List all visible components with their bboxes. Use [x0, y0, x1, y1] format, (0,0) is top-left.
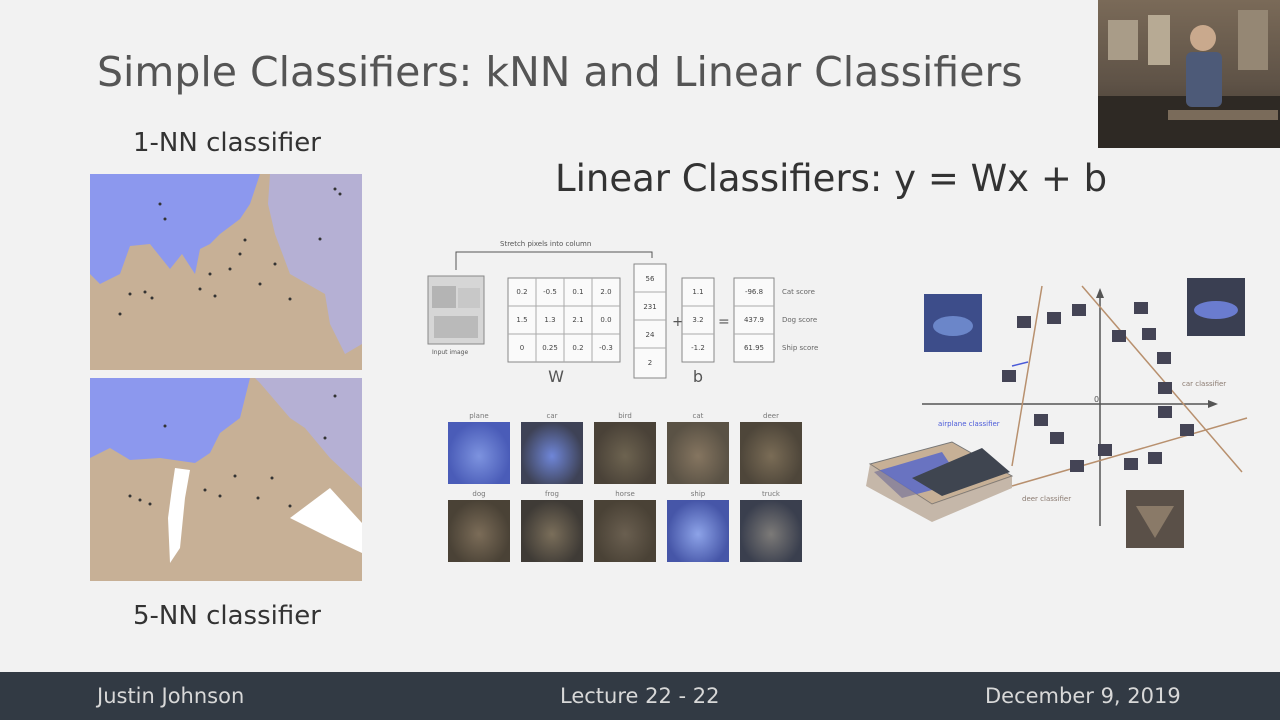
svg-text:+: +: [672, 314, 684, 330]
w-matrix-cell: 0: [520, 344, 524, 352]
webcam-video-feed: [1098, 0, 1280, 148]
w-matrix-cell: 2.0: [600, 288, 611, 296]
b-vector-cell: -1.2: [691, 344, 705, 352]
svg-text:0: 0: [1094, 395, 1099, 404]
w-matrix-cell: 1.5: [516, 316, 527, 324]
x-vector-cell: 231: [643, 303, 656, 311]
input-vector: 56 231 24 2: [633, 263, 667, 379]
5nn-label: 5-NN classifier: [133, 601, 321, 631]
template-image-plane: [448, 422, 510, 484]
w-matrix-cell: -0.5: [543, 288, 557, 296]
w-matrix-cell: 0.1: [572, 288, 583, 296]
x-vector-cell: 2: [648, 359, 652, 367]
airplane-classifier-label: airplane classifier: [938, 420, 1000, 428]
score-cell: 437.9: [744, 316, 764, 324]
template-image-deer: [740, 422, 802, 484]
input-image-label: Input image: [432, 349, 468, 356]
linear-classifier-geometric-plot: 0 car classifier airplane classifier dee…: [862, 276, 1262, 552]
template-label: horse: [615, 490, 635, 498]
template-image-truck: [740, 500, 802, 562]
1nn-decision-boundary-plot: [90, 174, 362, 370]
template-label: truck: [762, 490, 780, 498]
template-image-frog: [521, 500, 583, 562]
1nn-label: 1-NN classifier: [133, 128, 321, 158]
w-label: W: [548, 367, 564, 386]
deer-classifier-label: deer classifier: [1022, 495, 1071, 503]
template-image-cat: [667, 422, 729, 484]
template-label: car: [546, 412, 558, 420]
footer-date: December 9, 2019: [985, 684, 1181, 708]
template-label: deer: [763, 412, 779, 420]
score-label: Cat score: [782, 288, 815, 296]
b-vector-cell: 3.2: [692, 316, 703, 324]
b-vector-cell: 1.1: [692, 288, 703, 296]
svg-text:=: =: [718, 314, 730, 330]
class-template-grid: plane car bird cat deer dog frog horse ship truck: [448, 412, 808, 567]
template-label: frog: [545, 490, 559, 498]
template-image-ship: [667, 500, 729, 562]
score-label: Dog score: [782, 316, 817, 324]
x-vector-cell: 56: [646, 275, 655, 283]
score-cell: 61.95: [744, 344, 764, 352]
template-label: ship: [690, 490, 706, 498]
template-image-dog: [448, 500, 510, 562]
car-classifier-label: car classifier: [1182, 380, 1226, 388]
template-label: plane: [469, 412, 489, 420]
template-image-horse: [594, 500, 656, 562]
template-label: bird: [618, 412, 632, 420]
footer-author: Justin Johnson: [97, 684, 245, 708]
w-matrix-cell: -0.3: [599, 344, 613, 352]
template-image-car: [521, 422, 583, 484]
w-matrix-cell: 1.3: [544, 316, 555, 324]
score-cell: -96.8: [745, 288, 763, 296]
w-matrix-cell: 0.0: [600, 316, 611, 324]
template-label: dog: [472, 490, 486, 498]
x-vector-cell: 24: [646, 331, 655, 339]
linear-classifiers-heading: Linear Classifiers: y = Wx + b: [555, 157, 1108, 200]
footer-lecture: Lecture 22 - 22: [560, 684, 720, 708]
w-matrix-cell: 0.2: [572, 344, 583, 352]
stretch-pixels-label: Stretch pixels into column: [500, 240, 591, 248]
5nn-decision-boundary-plot: [90, 378, 362, 581]
linear-equation-diagram: Stretch pixels into column Input image 0…: [420, 230, 890, 390]
slide-title: Simple Classifiers: kNN and Linear Class…: [97, 48, 1023, 96]
w-matrix-cell: 2.1: [572, 316, 583, 324]
template-label: cat: [692, 412, 704, 420]
bias-vector: 1.1 3.2 -1.2: [681, 277, 715, 363]
score-label: Ship score: [782, 344, 818, 352]
footer-bar: Justin Johnson Lecture 22 - 22 December …: [0, 672, 1280, 720]
b-label: b: [693, 367, 703, 386]
w-matrix-cell: 0.2: [516, 288, 527, 296]
w-matrix-cell: 0.25: [542, 344, 558, 352]
template-image-bird: [594, 422, 656, 484]
weight-matrix: 0.2 -0.5 0.1 2.0 1.5 1.3 2.1 0.0 0 0.25 0.2 -0.3: [507, 277, 621, 363]
